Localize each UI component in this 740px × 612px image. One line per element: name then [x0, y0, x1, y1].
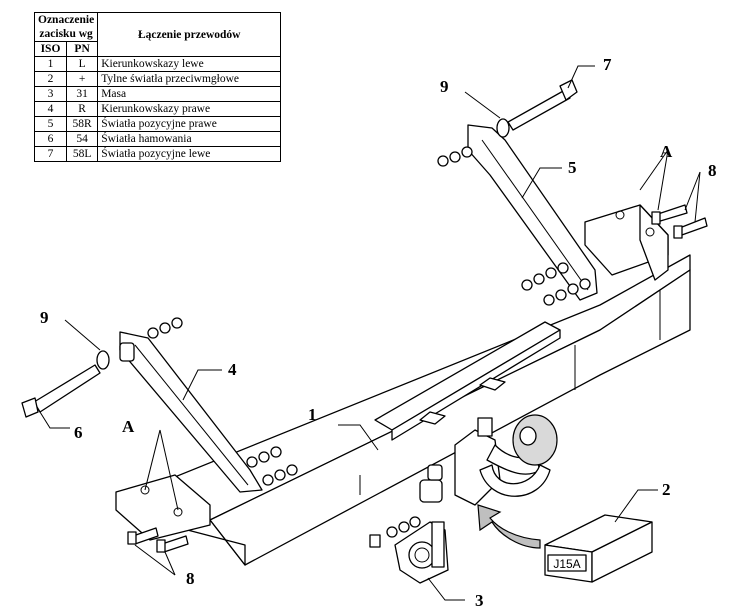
- terminal-designation-line1: Oznaczenie: [38, 14, 95, 26]
- terminal-designation-line2: zacisku wg: [39, 28, 93, 40]
- washer-stack-right-arm: [521, 262, 591, 306]
- callout-mount-a-top: A: [660, 142, 673, 161]
- table-row: 4 R Kierunkowskazy prawe: [34, 101, 282, 117]
- bolts-8-bottom: [127, 527, 189, 553]
- callout-part-9-top: 9: [440, 77, 449, 96]
- description-cell: Światła pozycyjne lewe: [97, 146, 282, 162]
- callout-mount-a-bottom: A: [122, 417, 135, 436]
- table-row: 2 + Tylne światła przeciwmgłowe: [34, 71, 282, 87]
- right-arm: [467, 124, 598, 301]
- table-subheader-row: ISO PN: [34, 41, 281, 57]
- callout-part-1: 1: [308, 405, 317, 424]
- washer-stack-left-arm-bottom: [246, 446, 298, 486]
- washer-stack-left-arm-top: [147, 317, 183, 339]
- callout-part-5: 5: [568, 158, 577, 177]
- electrical-kit-box: J15A: [544, 514, 653, 583]
- washer-stack-top-left: [437, 146, 473, 167]
- description-cell: Masa: [97, 86, 282, 102]
- callout-part-3: 3: [475, 591, 484, 610]
- socket-bolts: [369, 516, 421, 548]
- table-row: 3 31 Masa: [34, 86, 282, 102]
- pn-column-header: PN: [65, 41, 99, 57]
- callout-part-2: 2: [662, 480, 671, 499]
- table-row: 7 58L Światła pozycyjne lewe: [34, 146, 282, 162]
- callout-part-7: 7: [603, 55, 612, 74]
- bolts-8-top: [651, 204, 708, 239]
- right-mounting-plate: [584, 204, 669, 281]
- terminal-designation-header: Oznaczenie zacisku wg: [33, 12, 99, 42]
- wire-connection-header: Łączenie przewodów: [97, 12, 282, 57]
- wiring-table: Oznaczenie zacisku wg Łączenie przewodów…: [33, 12, 282, 162]
- iso-column-header: ISO: [34, 41, 67, 57]
- callout-part-8-bottom: 8: [186, 569, 195, 588]
- table-header-row: Oznaczenie zacisku wg Łączenie przewodów: [33, 12, 282, 57]
- pn-cell: 58L: [65, 146, 99, 162]
- table-row: 6 54 Światła hamowania: [34, 131, 282, 147]
- socket-plate: [394, 521, 449, 584]
- description-cell: Tylne światła przeciwmgłowe: [97, 71, 282, 87]
- description-cell: Światła hamowania: [97, 131, 282, 147]
- install-direction-arrow: [477, 504, 541, 549]
- bolt-6: [21, 350, 110, 418]
- callout-part-8-top: 8: [708, 161, 717, 180]
- left-mounting-plate: [115, 474, 211, 541]
- callout-part-6: 6: [74, 423, 83, 442]
- left-arm: [119, 331, 263, 493]
- callout-part-9-left: 9: [40, 308, 49, 327]
- box-code: J15A: [553, 557, 580, 571]
- callout-part-4: 4: [228, 360, 237, 379]
- tow-ball-assembly: [454, 414, 558, 506]
- leader-lines: [39, 65, 701, 601]
- bolt-7: [496, 79, 578, 138]
- ball-mount-spacers: [419, 464, 443, 503]
